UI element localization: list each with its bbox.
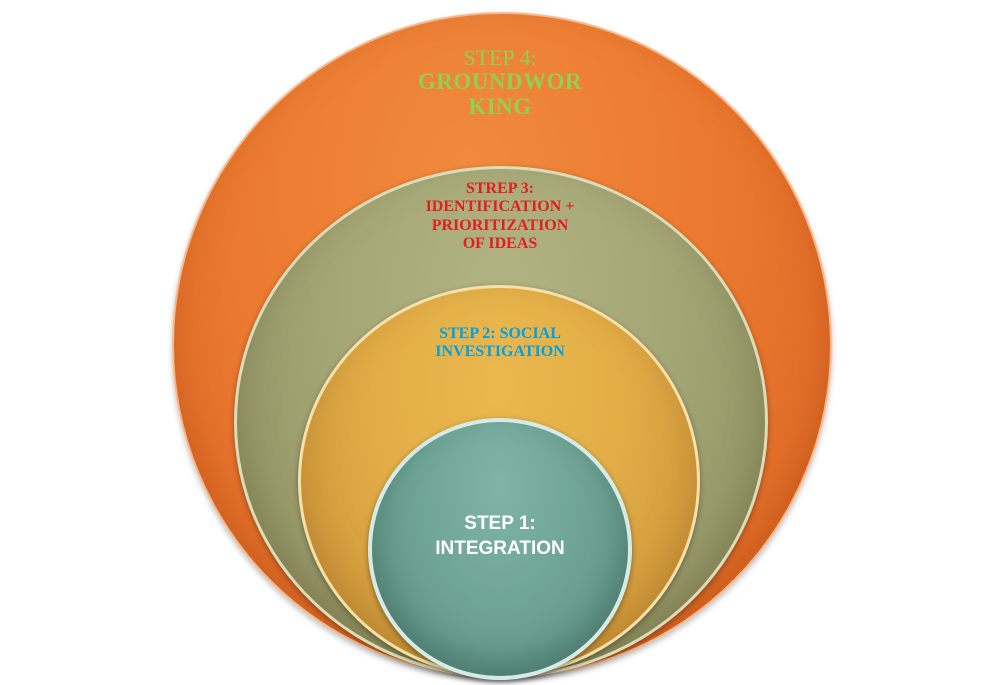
step-4-label-line: KING — [468, 93, 532, 119]
step-4-label-line: STEP 4: — [463, 45, 537, 70]
step-1-label: STEP 1: INTEGRATION — [400, 512, 600, 561]
step-3-label-line: PRIORITIZATION — [431, 216, 569, 234]
step-2-label-line: STEP 2: SOCIAL — [439, 325, 561, 342]
step-1-circle — [368, 418, 632, 680]
step-1-label-line: STEP 1: — [464, 513, 536, 534]
step-2-label: STEP 2: SOCIAL INVESTIGATION — [380, 325, 620, 362]
step-3-label-line: IDENTIFICATION + — [425, 198, 575, 216]
step-4-label-line: GROUNDWOR — [417, 68, 583, 94]
step-1-label-line: INTEGRATION — [435, 537, 565, 559]
step-3-label: STREP 3: IDENTIFICATION + PRIORITIZATION… — [380, 180, 620, 254]
step-3-label-line: OF IDEAS — [462, 235, 538, 253]
step-4-label: STEP 4: GROUNDWOR KING — [380, 46, 620, 119]
step-2-label-line: INVESTIGATION — [435, 343, 565, 361]
step-3-label-line: STREP 3: — [465, 180, 534, 197]
